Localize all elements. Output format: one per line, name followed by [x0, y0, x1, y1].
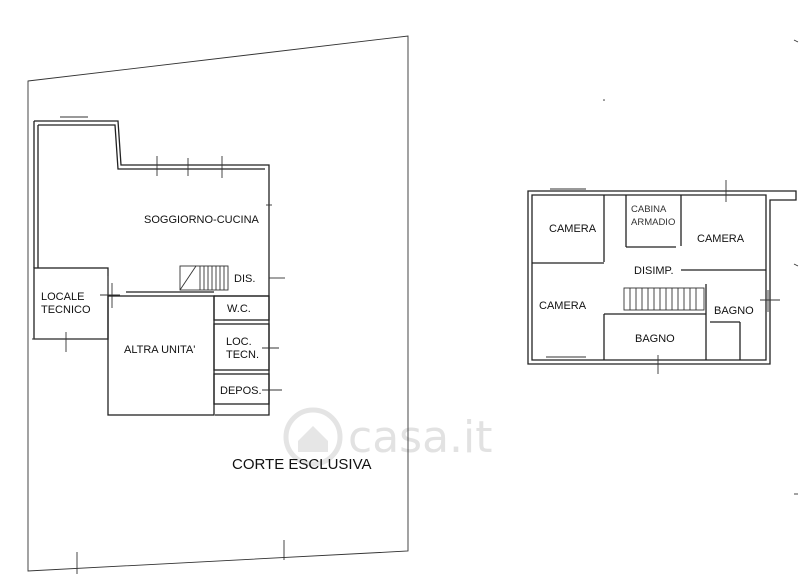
ground-floor-house	[32, 116, 285, 416]
label-disimp: DISIMP.	[634, 265, 674, 277]
watermark-logo-icon	[283, 407, 343, 467]
stair-box	[623, 287, 705, 311]
ground-floor-plan: SOGGIORNO-CUCINA LOCALE TECNICO DIS. W.C…	[27, 35, 409, 574]
label-depos: DEPOS.	[220, 385, 262, 397]
watermark-text: casa.it	[348, 412, 493, 463]
watermark: casa.it	[283, 407, 493, 467]
first-floor-stair	[623, 287, 705, 311]
label-camera-nw: CAMERA	[549, 223, 597, 235]
label-tecnico: TECNICO	[41, 304, 91, 316]
first-floor-inner-wall	[531, 194, 767, 361]
edge-mark	[793, 263, 799, 267]
first-floor-plan: CAMERA CABINA ARMADIO CAMERA DISIMP. CAM…	[527, 180, 797, 374]
label-cabina: CABINA	[631, 204, 667, 215]
label-camera-ne: CAMERA	[697, 233, 745, 245]
edge-mark	[793, 39, 799, 43]
watermark-house-icon	[298, 426, 328, 452]
loc-tecn-room	[213, 323, 270, 371]
label-loc: LOC.	[226, 336, 252, 348]
label-locale: LOCALE	[41, 291, 84, 303]
label-armadio: ARMADIO	[631, 217, 675, 228]
house-outer-wall	[34, 120, 270, 416]
label-wc: W.C.	[227, 303, 251, 315]
label-bagno-e: BAGNO	[714, 305, 754, 317]
label-tecn: TECN.	[226, 349, 259, 361]
label-camera-sw: CAMERA	[539, 300, 587, 312]
label-altra-unita: ALTRA UNITA'	[124, 344, 195, 356]
label-corte-esclusiva: CORTE ESCLUSIVA	[232, 456, 371, 473]
label-bagno-s: BAGNO	[635, 333, 675, 345]
wc-room	[213, 295, 270, 321]
lot-boundary	[27, 35, 409, 572]
depos-room	[213, 373, 270, 405]
stair-tread	[179, 265, 197, 291]
label-soggiorno-cucina: SOGGIORNO-CUCINA	[144, 214, 260, 226]
house-inner-wall	[38, 124, 265, 170]
first-floor-outer-wall	[527, 190, 797, 365]
ground-stair	[179, 265, 229, 291]
label-dis: DIS.	[234, 273, 255, 285]
edge-dot	[603, 99, 605, 101]
